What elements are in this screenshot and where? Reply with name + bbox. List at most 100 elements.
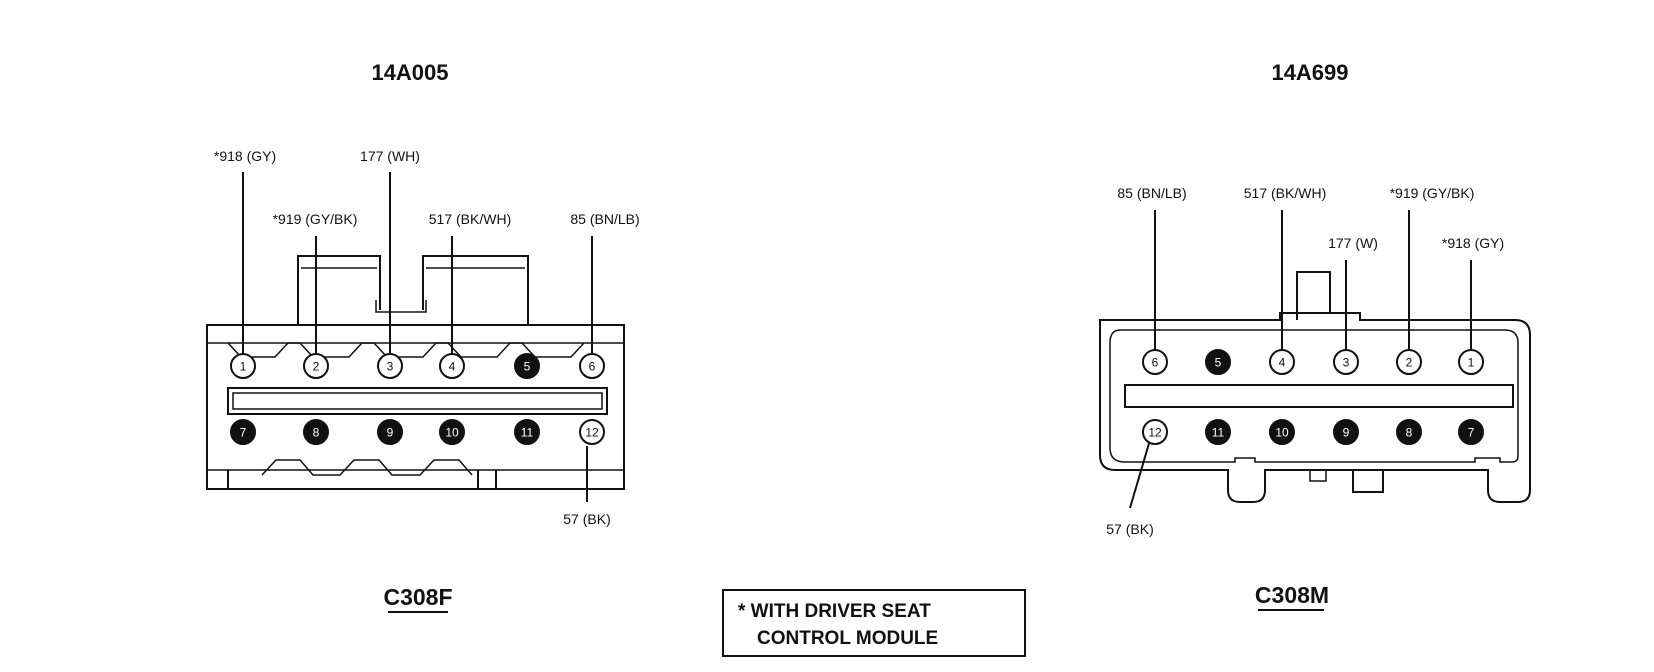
pin-circle [514, 419, 540, 445]
pin-circle [579, 353, 605, 379]
pin-number: 11 [521, 426, 534, 440]
pin-number: 6 [1152, 356, 1159, 370]
pin-circle [1458, 349, 1484, 375]
pin-circle [1142, 349, 1168, 375]
pin-number: 5 [1215, 356, 1222, 370]
pin-left-10: 10 [439, 419, 465, 445]
part-number-right: 14A699 [1271, 60, 1348, 85]
pin-circle [1269, 349, 1295, 375]
footnote-line-1: * WITH DRIVER SEAT [738, 601, 931, 622]
pin-left-4: 4 [439, 353, 465, 379]
pin-number: 3 [387, 360, 394, 374]
pin-right-5: 5 [1205, 349, 1231, 375]
wire-label-left-p4: 517 (BK/WH) [429, 211, 511, 227]
pin-right-10: 10 [1269, 419, 1295, 445]
wire-label-right-p2: *919 (GY/BK) [1390, 185, 1475, 201]
pin-left-12: 12 [579, 419, 605, 445]
pin-right-8: 8 [1396, 419, 1422, 445]
wire-label-right-p3: 177 (W) [1328, 235, 1378, 251]
pin-circle [1205, 419, 1231, 445]
pin-number: 8 [1406, 426, 1413, 440]
pin-right-2: 2 [1396, 349, 1422, 375]
pin-left-8: 8 [303, 419, 329, 445]
pin-left-6: 6 [579, 353, 605, 379]
pin-right-12: 12 [1142, 419, 1168, 445]
wire-label-left-p1: *918 (GY) [214, 148, 276, 164]
pin-number: 2 [313, 360, 320, 374]
pin-circle [1458, 419, 1484, 445]
pin-number: 11 [1212, 426, 1225, 440]
pin-number: 7 [240, 426, 247, 440]
wire-label-right-p1: *918 (GY) [1442, 235, 1504, 251]
connector-title-left: C308F [383, 584, 452, 610]
pin-circle [303, 353, 329, 379]
pin-number: 10 [1275, 426, 1289, 440]
pin-circle [230, 353, 256, 379]
pin-circle [439, 419, 465, 445]
pin-number: 12 [1148, 426, 1162, 440]
pin-circle [377, 419, 403, 445]
pin-left-11: 11 [514, 419, 540, 445]
footnote-line-2: CONTROL MODULE [757, 628, 938, 649]
pin-number: 2 [1406, 356, 1413, 370]
pin-circle [230, 419, 256, 445]
pin-number: 5 [524, 360, 531, 374]
pin-right-7: 7 [1458, 419, 1484, 445]
pin-circle [1205, 349, 1231, 375]
pin-circle [377, 353, 403, 379]
pin-number: 8 [313, 426, 320, 440]
pin-number: 1 [1468, 356, 1475, 370]
pin-left-7: 7 [230, 419, 256, 445]
pin-circle [1333, 349, 1359, 375]
pin-left-5: 5 [514, 353, 540, 379]
connector-c308f: 14A005 *918 (GY) 177 (WH) *919 (GY/BK) 5… [206, 60, 640, 613]
pin-number: 6 [589, 360, 596, 374]
footnote-box: * WITH DRIVER SEAT CONTROL MODULE [722, 589, 1026, 657]
part-number-left: 14A005 [371, 60, 448, 85]
pin-number: 3 [1343, 356, 1350, 370]
pin-number: 1 [240, 360, 247, 374]
wire-label-left-p2: *919 (GY/BK) [273, 211, 358, 227]
pin-circle [514, 353, 540, 379]
connector-body-left [206, 324, 625, 490]
latch-tabs-left [297, 255, 529, 325]
connector-body-right [1099, 312, 1531, 503]
pin-number: 9 [387, 426, 394, 440]
pin-circle [579, 419, 605, 445]
pin-right-11: 11 [1205, 419, 1231, 445]
pin-circle [1142, 419, 1168, 445]
pin-left-2: 2 [303, 353, 329, 379]
pin-circle [439, 353, 465, 379]
pin-left-9: 9 [377, 419, 403, 445]
wire-label-right-p4: 517 (BK/WH) [1244, 185, 1326, 201]
pin-circle [1269, 419, 1295, 445]
pin-left-3: 3 [377, 353, 403, 379]
wires-left [242, 172, 593, 502]
pin-circle [303, 419, 329, 445]
pin-number: 4 [1279, 356, 1286, 370]
pin-circle [1396, 349, 1422, 375]
connector-c308m: 14A699 85 (BN/LB) 517 (BK/WH) *919 (GY/B… [1099, 60, 1531, 611]
pins-right: 6 5 4 3 2 1 12 11 10 9 8 7 [1142, 349, 1484, 445]
wire-label-right-p12: 57 (BK) [1106, 521, 1153, 537]
connector-title-right: C308M [1255, 582, 1329, 608]
pin-number: 12 [585, 426, 599, 440]
pin-right-4: 4 [1269, 349, 1295, 375]
pin-right-1: 1 [1458, 349, 1484, 375]
pin-left-1: 1 [230, 353, 256, 379]
wire-label-left-p3: 177 (WH) [360, 148, 420, 164]
pin-right-3: 3 [1333, 349, 1359, 375]
pin-circle [1396, 419, 1422, 445]
wire-label-left-p6: 85 (BN/LB) [570, 211, 639, 227]
pin-number: 4 [449, 360, 456, 374]
pin-right-9: 9 [1333, 419, 1359, 445]
wire-label-right-p6: 85 (BN/LB) [1117, 185, 1186, 201]
pin-number: 10 [445, 426, 459, 440]
pin-circle [1333, 419, 1359, 445]
wires-right [1129, 210, 1472, 509]
pin-right-6: 6 [1142, 349, 1168, 375]
wire-label-left-p12: 57 (BK) [563, 511, 610, 527]
pin-number: 7 [1468, 426, 1475, 440]
